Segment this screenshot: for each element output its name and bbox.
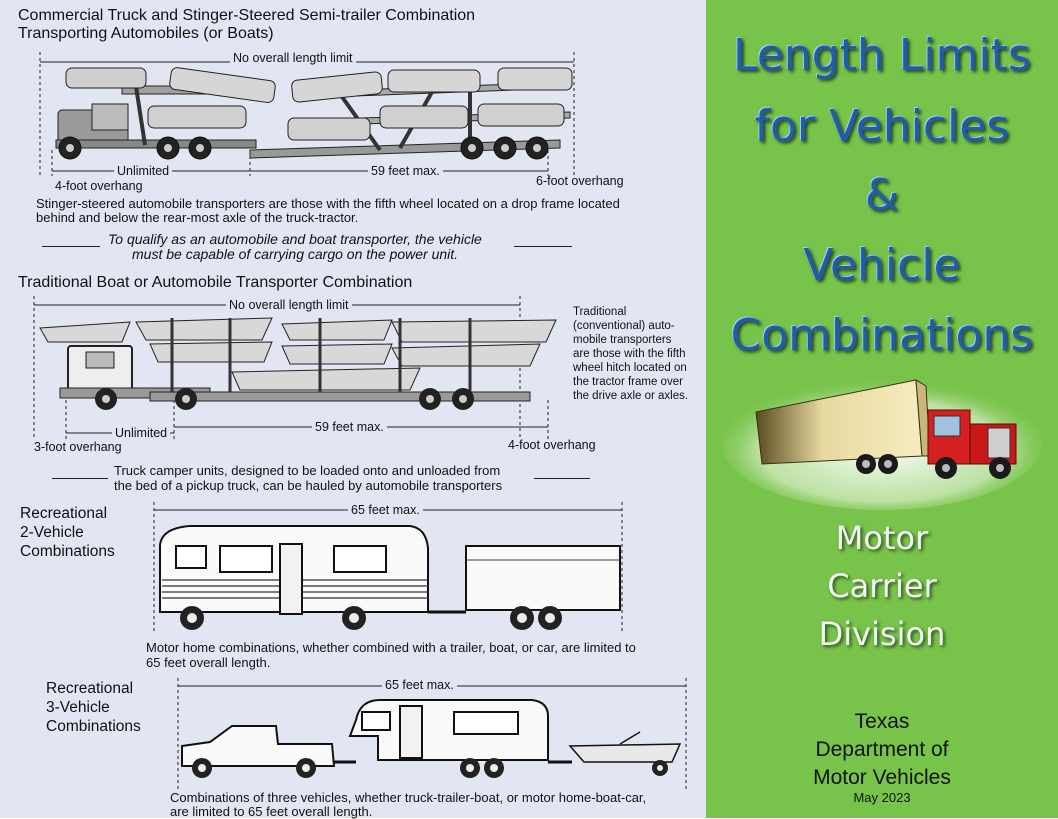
section2-side-note: Traditional (conventional) auto- mobile … <box>573 306 689 402</box>
division-line-1: Motor <box>835 519 929 557</box>
motorhome-trailer-illustration <box>153 502 623 632</box>
section4-desc-2: are limited to 65 feet overall length. <box>170 804 373 819</box>
divider <box>534 478 590 479</box>
section1-heading: Commercial Truck and Stinger-Steered Sem… <box>18 7 476 24</box>
section1-rear-overhang: 6-foot overhang <box>536 174 624 188</box>
cover-panel: Length Limits for Vehicles & Vehicle Com… <box>706 0 1058 818</box>
section1-desc-2: behind and below the rear-most axle of t… <box>36 210 359 225</box>
section1-desc: Stinger-steered automobile transporters … <box>36 196 620 211</box>
section1-front-overhang: 4-foot overhang <box>55 179 143 193</box>
section2-front-overhang: 3-foot overhang <box>34 440 122 454</box>
diagram-panel: Commercial Truck and Stinger-Steered Sem… <box>0 0 706 819</box>
divider <box>514 246 572 247</box>
agency-line-3: Motor Vehicles <box>813 766 951 789</box>
section2-note: Truck camper units, designed to be loade… <box>114 463 501 478</box>
semi-truck-icon <box>722 378 1042 510</box>
section2-unlimited-label: Unlimited <box>112 426 171 440</box>
division-line-2: Carrier <box>827 567 937 605</box>
section4-max-label: 65 feet max. <box>382 678 457 692</box>
section2-rear-overhang: 4-foot overhang <box>508 438 596 452</box>
agency-line-2: Department of <box>815 738 949 761</box>
stinger-transporter-illustration <box>39 52 575 176</box>
agency-line-1: Texas <box>854 710 910 733</box>
division-line-3: Division <box>818 615 946 653</box>
publication-date: May 2023 <box>853 790 911 805</box>
section3-label: Recreational 2-Vehicle Combinations <box>20 505 115 560</box>
cover-title-line-4: Vehicle <box>803 240 961 291</box>
section3-max-label: 65 feet max. <box>348 503 423 517</box>
section1-note: To qualify as an automobile and boat tra… <box>108 231 482 247</box>
section2-overall-label: No overall length limit <box>226 298 352 312</box>
cover-title-line-3: & <box>864 170 900 221</box>
section4-desc: Combinations of three vehicles, whether … <box>170 790 647 805</box>
cover-title-line-1: Length Limits <box>733 30 1031 81</box>
divider <box>42 246 100 247</box>
traditional-transporter-illustration <box>33 296 557 440</box>
section2-note-2: the bed of a pickup truck, can be hauled… <box>114 478 503 493</box>
truck-trailer-boat-illustration <box>177 678 687 790</box>
section2-heading: Traditional Boat or Automobile Transport… <box>18 274 413 291</box>
section3-desc: Motor home combinations, whether combine… <box>146 640 636 655</box>
section3-desc-2: 65 feet overall length. <box>146 655 271 670</box>
divider <box>52 478 108 479</box>
section1-note-2: must be capable of carrying cargo on the… <box>132 246 459 262</box>
section1-max-label: 59 feet max. <box>368 164 443 178</box>
section4-label: Recreational 3-Vehicle Combinations <box>46 680 141 735</box>
section1-unlimited-label: Unlimited <box>114 164 173 178</box>
section2-max-label: 59 feet max. <box>312 420 387 434</box>
section1-overall-label: No overall length limit <box>230 51 356 65</box>
section1-heading-2: Transporting Automobiles (or Boats) <box>18 25 274 42</box>
cover-title-line-2: for Vehicles <box>754 101 1010 152</box>
cover-title-line-5: Combinations <box>730 310 1034 361</box>
